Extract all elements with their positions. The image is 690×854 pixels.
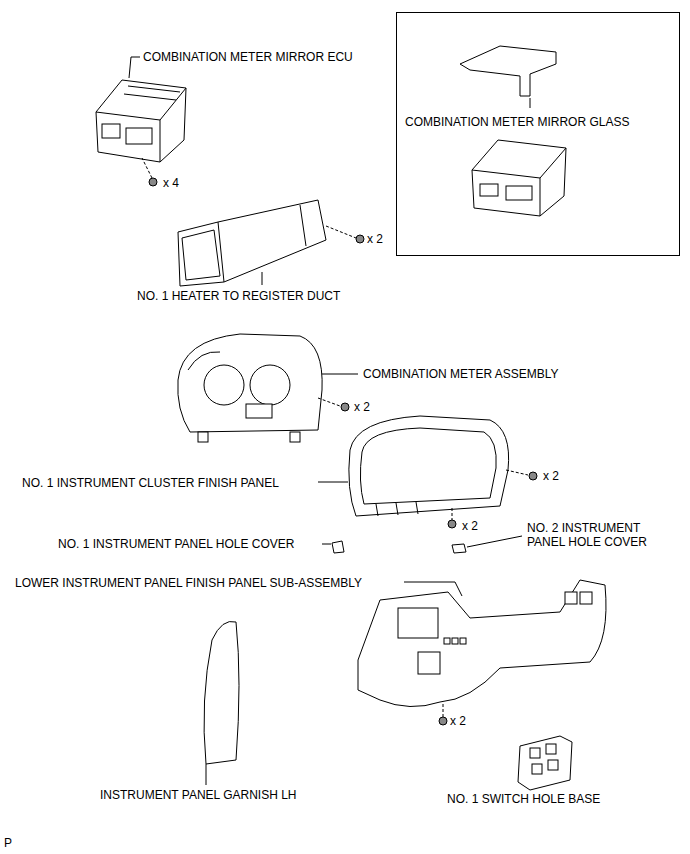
- part-name: NO. 1 INSTRUMENT PANEL HOLE COVER: [58, 537, 295, 551]
- inset-frame: COMBINATION METER MIRROR GLASS: [396, 12, 680, 256]
- leader-line: [322, 374, 358, 375]
- hole-cover-drawing: [452, 544, 466, 553]
- finish-panel-drawing: [349, 416, 509, 516]
- bolt-symbol: [356, 235, 364, 243]
- bolt-symbol: [149, 178, 157, 186]
- quantity-label: x 4: [163, 176, 179, 190]
- leader-line: [129, 57, 140, 78]
- leader-line: [262, 272, 263, 285]
- ecu-drawing: [96, 80, 186, 162]
- quantity-label: x 2: [354, 400, 370, 414]
- leader-line: [142, 158, 152, 178]
- lower-panel-drawing: [358, 580, 606, 707]
- quantity-label: x 2: [367, 232, 383, 246]
- part-name: NO. 1 HEATER TO REGISTER DUCT: [137, 289, 340, 303]
- switch-base-drawing: [518, 736, 572, 790]
- ecu-drawing: [472, 140, 566, 216]
- leader-line: [467, 536, 522, 547]
- part-name: COMBINATION METER MIRROR GLASS: [405, 115, 629, 129]
- meter-drawing: [178, 334, 322, 442]
- leader-line: [530, 98, 531, 108]
- hole-cover-drawing: [332, 541, 344, 553]
- leader-line: [206, 764, 207, 785]
- part-name: NO. 1 SWITCH HOLE BASE: [447, 792, 600, 806]
- bolt-symbol: [439, 717, 447, 725]
- garnish-drawing: [204, 621, 239, 764]
- mirror-glass-drawing: [460, 46, 556, 96]
- quantity-label: x 2: [543, 469, 559, 483]
- part-name: NO. 1 INSTRUMENT CLUSTER FINISH PANEL: [22, 476, 279, 490]
- quantity-label: x 2: [462, 519, 478, 533]
- part-name: COMBINATION METER MIRROR ECU: [143, 50, 353, 64]
- leader-line: [318, 482, 348, 483]
- part-name: INSTRUMENT PANEL GARNISH LH: [100, 788, 296, 802]
- leader-line: [506, 470, 528, 475]
- leader-line: [404, 582, 462, 596]
- part-name: LOWER INSTRUMENT PANEL FINISH PANEL SUB-…: [15, 576, 362, 590]
- quantity-label: P: [4, 836, 12, 850]
- part-name: COMBINATION METER ASSEMBLY: [363, 367, 559, 381]
- leader-line: [452, 508, 453, 520]
- bolt-symbol: [529, 472, 537, 480]
- leader-line: [318, 398, 340, 406]
- leader-line: [443, 704, 444, 717]
- quantity-label: x 2: [450, 714, 466, 728]
- leader-line: [322, 544, 331, 545]
- bolt-symbol: [448, 520, 456, 528]
- part-name: NO. 2 INSTRUMENT PANEL HOLE COVER: [527, 521, 662, 549]
- duct-drawing: [178, 200, 326, 286]
- bolt-symbol: [341, 403, 349, 411]
- leader-line: [326, 226, 356, 238]
